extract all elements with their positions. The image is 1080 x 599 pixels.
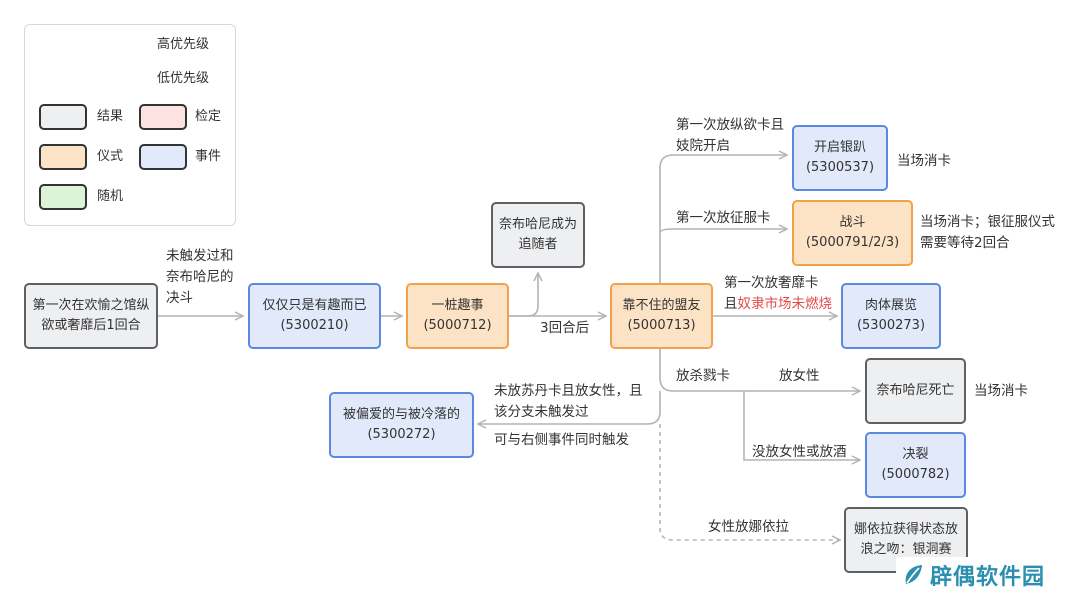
label-sultan-condition: 未放苏丹卡且放女性，且该分支未触发过 — [494, 383, 643, 420]
node-nebhani-death-text: 奈布哈尼死亡 — [876, 383, 955, 398]
leaf-icon — [905, 565, 922, 584]
node-follower-text: 奈布哈尼成为追随者 — [498, 217, 577, 252]
edge-fun-follower — [509, 273, 538, 317]
node-favored-title: 被偏爱的与被冷落的 — [342, 407, 460, 422]
legend-high-priority: 高优先级 — [157, 37, 210, 52]
legend-result-label: 结果 — [97, 109, 124, 124]
legend-event-swatch — [139, 144, 187, 170]
node-nebhani-death: 奈布哈尼死亡 — [865, 358, 966, 424]
node-flesh-show: 肉体展览 (5300273) — [841, 283, 941, 349]
node-merely-fun-id: (5300210) — [280, 318, 349, 333]
node-favored: 被偏爱的与被冷落的 (5300272) — [329, 392, 474, 458]
node-follower: 奈布哈尼成为追随者 — [491, 202, 585, 268]
node-ally: 靠不住的盟友 (5000713) — [610, 283, 713, 349]
label-consume-3: 当场消卡 — [974, 383, 1028, 399]
node-ally-id: (5000713) — [627, 318, 696, 333]
node-battle-title: 战斗 — [839, 215, 866, 230]
watermark-text: 辟偶软件园 — [930, 565, 1046, 590]
legend-result-swatch — [39, 104, 87, 130]
node-ally-title: 靠不住的盟友 — [622, 298, 701, 313]
node-start-text: 第一次在欢愉之馆纵欲或奢靡后1回合 — [32, 298, 150, 333]
label-luxury-first: 第一次放奢靡卡且奴隶市场未燃烧 — [724, 273, 836, 315]
node-flesh-show-title: 肉体展览 — [864, 298, 917, 313]
node-battle-id: (5000791/2/3) — [805, 235, 900, 250]
node-split: 决裂 (5000782) — [865, 432, 966, 498]
node-merely-fun-title: 仅仅只是有趣而已 — [262, 298, 367, 313]
node-naila-text: 娜依拉获得状态放浪之吻：银洞赛 — [853, 522, 958, 557]
label-kill-card: 放杀戮卡 — [676, 368, 730, 384]
label-lust-first: 第一次放纵欲卡且妓院开启 — [676, 117, 784, 154]
legend-ritual-swatch — [39, 144, 87, 170]
node-split-id: (5000782) — [881, 467, 950, 482]
node-silver-party: 开启银趴 (5300537) — [792, 125, 888, 191]
node-fun-thing: 一桩趣事 (5000712) — [406, 283, 509, 349]
label-simultaneous: 可与右侧事件同时触发 — [494, 432, 629, 448]
node-flesh-show-id: (5300273) — [856, 318, 926, 333]
watermark: 辟偶软件园 — [896, 557, 1052, 593]
legend-check-label: 检定 — [195, 109, 222, 124]
node-battle: 战斗 (5000791/2/3) — [792, 200, 913, 266]
label-consume-2: 当场消卡；银征服仪式需要等待2回合 — [920, 214, 1055, 251]
legend-event-label: 事件 — [195, 149, 222, 164]
label-three-rounds: 3回合后 — [540, 320, 590, 336]
node-naila: 娜依拉获得状态放浪之吻：银洞赛 — [844, 507, 968, 573]
edge-ally-battle — [659, 229, 787, 233]
legend-ritual-label: 仪式 — [97, 149, 124, 164]
legend: 高优先级 低优先级 结果 检定 仪式 事件 随机 — [24, 24, 236, 226]
legend-random-swatch — [39, 184, 87, 210]
node-merely-fun: 仅仅只是有趣而已 (5300210) — [248, 283, 381, 349]
legend-random-label: 随机 — [97, 189, 124, 204]
label-female-naila: 女性放娜依拉 — [708, 519, 789, 535]
node-split-title: 决裂 — [902, 447, 929, 462]
label-luxury-first-and: 且 — [724, 296, 738, 312]
label-female: 放女性 — [779, 368, 820, 384]
label-consume-1: 当场消卡 — [897, 153, 951, 169]
node-favored-id: (5300272) — [367, 427, 436, 442]
node-fun-thing-title: 一桩趣事 — [431, 298, 484, 313]
label-luxury-first-text: 第一次放奢靡卡 — [724, 275, 819, 291]
label-slave-market-unburned: 奴隶市场未燃烧 — [737, 296, 833, 312]
node-silver-party-title: 开启银趴 — [813, 140, 866, 155]
legend-check-swatch — [139, 104, 187, 130]
node-silver-party-id: (5300537) — [805, 160, 875, 175]
node-start: 第一次在欢愉之馆纵欲或奢靡后1回合 — [24, 283, 158, 349]
label-conquest-first: 第一次放征服卡 — [676, 210, 771, 226]
label-no-female: 没放女性或放酒 — [752, 444, 847, 460]
node-fun-thing-id: (5000712) — [423, 318, 492, 333]
legend-low-priority: 低优先级 — [157, 71, 210, 86]
label-not-triggered: 未触发过和奈布哈尼的决斗 — [166, 248, 234, 306]
